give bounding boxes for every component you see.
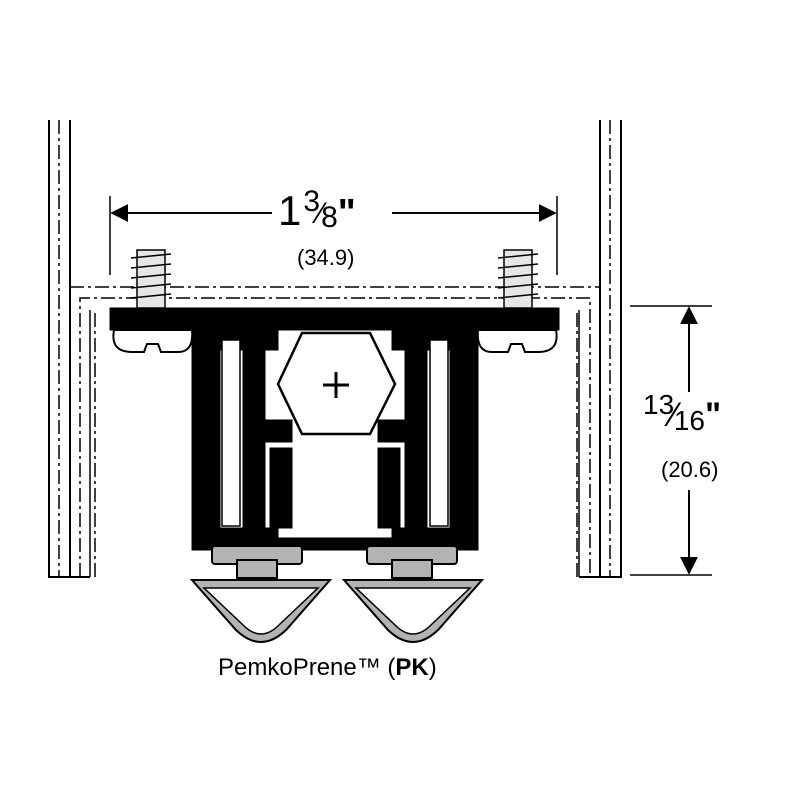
screw-right-icon	[497, 249, 539, 309]
height-numerator: 13	[643, 389, 675, 420]
fraction-slash: ⁄	[671, 396, 677, 434]
profile-channels	[221, 339, 449, 527]
height-inch-mark: "	[705, 396, 722, 434]
screw-head-right-icon	[476, 329, 558, 353]
screw-head-left-icon	[112, 329, 194, 353]
fraction-slash: ⁄	[318, 197, 324, 230]
aluminum-profile	[109, 307, 560, 551]
height-dimension-label: 13⁄16"	[643, 391, 722, 435]
product-caption: PemkoPrene™ (PK)	[218, 654, 437, 682]
product-paren-close: )	[428, 654, 437, 681]
product-name: PemkoPrene™	[218, 654, 381, 681]
width-dimension-label: 13⁄8"	[278, 187, 356, 234]
width-denominator: 8	[321, 201, 338, 234]
width-metric-label: (34.9)	[297, 245, 355, 270]
height-denominator: 16	[673, 405, 705, 436]
gasket-left	[189, 545, 333, 643]
door-frame-right	[578, 120, 622, 578]
width-inch-mark: "	[337, 192, 356, 234]
width-numerator: 3	[303, 185, 321, 218]
product-paren-open: (	[387, 654, 396, 681]
hex-bolt-icon	[276, 331, 397, 436]
width-whole: 1	[278, 187, 302, 234]
height-metric-label: (20.6)	[661, 457, 719, 482]
extension-lines	[109, 196, 712, 576]
gasket-right	[341, 545, 485, 643]
door-frame-left	[48, 120, 91, 578]
screw-left-icon	[130, 249, 172, 309]
product-code: PK	[395, 654, 429, 681]
